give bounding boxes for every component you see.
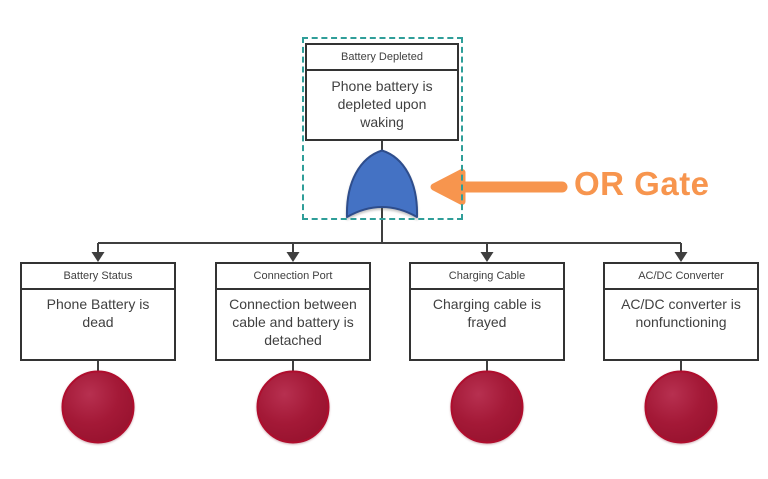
basic-event-title: Charging Cable <box>411 264 563 290</box>
basic-event-circle-3 <box>450 370 524 444</box>
connector-drop-1 <box>91 243 105 262</box>
arrowhead-down-icon <box>91 252 105 262</box>
or-gate-annotation-label: OR Gate <box>574 165 710 202</box>
basic-event-title: AC/DC Converter <box>605 264 757 290</box>
basic-event-description: Charging cable is frayed <box>432 296 542 330</box>
basic-event-circle-2 <box>256 370 330 444</box>
arrowhead-down-icon <box>674 252 688 262</box>
top-event-description: Phone battery is depleted upon waking <box>331 78 433 130</box>
basic-event-description: Connection between cable and battery is … <box>229 296 357 348</box>
connector-drop-4 <box>674 243 688 262</box>
basic-event-box-connection-port: Connection Port Connection between cable… <box>215 262 371 361</box>
or-gate-icon <box>345 149 419 218</box>
basic-event-title: Connection Port <box>217 264 369 290</box>
arrowhead-down-icon <box>286 252 300 262</box>
connector-drop-2 <box>286 243 300 262</box>
gate-highlight-frame <box>302 37 463 220</box>
basic-event-description: Phone Battery is dead <box>46 296 150 330</box>
basic-event-circle-4 <box>644 370 718 444</box>
connector-drop-3 <box>480 243 494 262</box>
basic-event-box-charging-cable: Charging Cable Charging cable is frayed <box>409 262 565 361</box>
basic-event-box-acdc-converter: AC/DC Converter AC/DC converter is nonfu… <box>603 262 759 361</box>
arrowhead-down-icon <box>480 252 494 262</box>
basic-event-title: Battery Status <box>22 264 174 290</box>
basic-event-box-battery-status: Battery Status Phone Battery is dead <box>20 262 176 361</box>
basic-event-description: AC/DC converter is nonfunctioning <box>621 296 741 330</box>
basic-event-circle-1 <box>61 370 135 444</box>
top-event-box: Battery Depleted Phone battery is deplet… <box>305 43 459 141</box>
top-event-title: Battery Depleted <box>307 45 457 71</box>
